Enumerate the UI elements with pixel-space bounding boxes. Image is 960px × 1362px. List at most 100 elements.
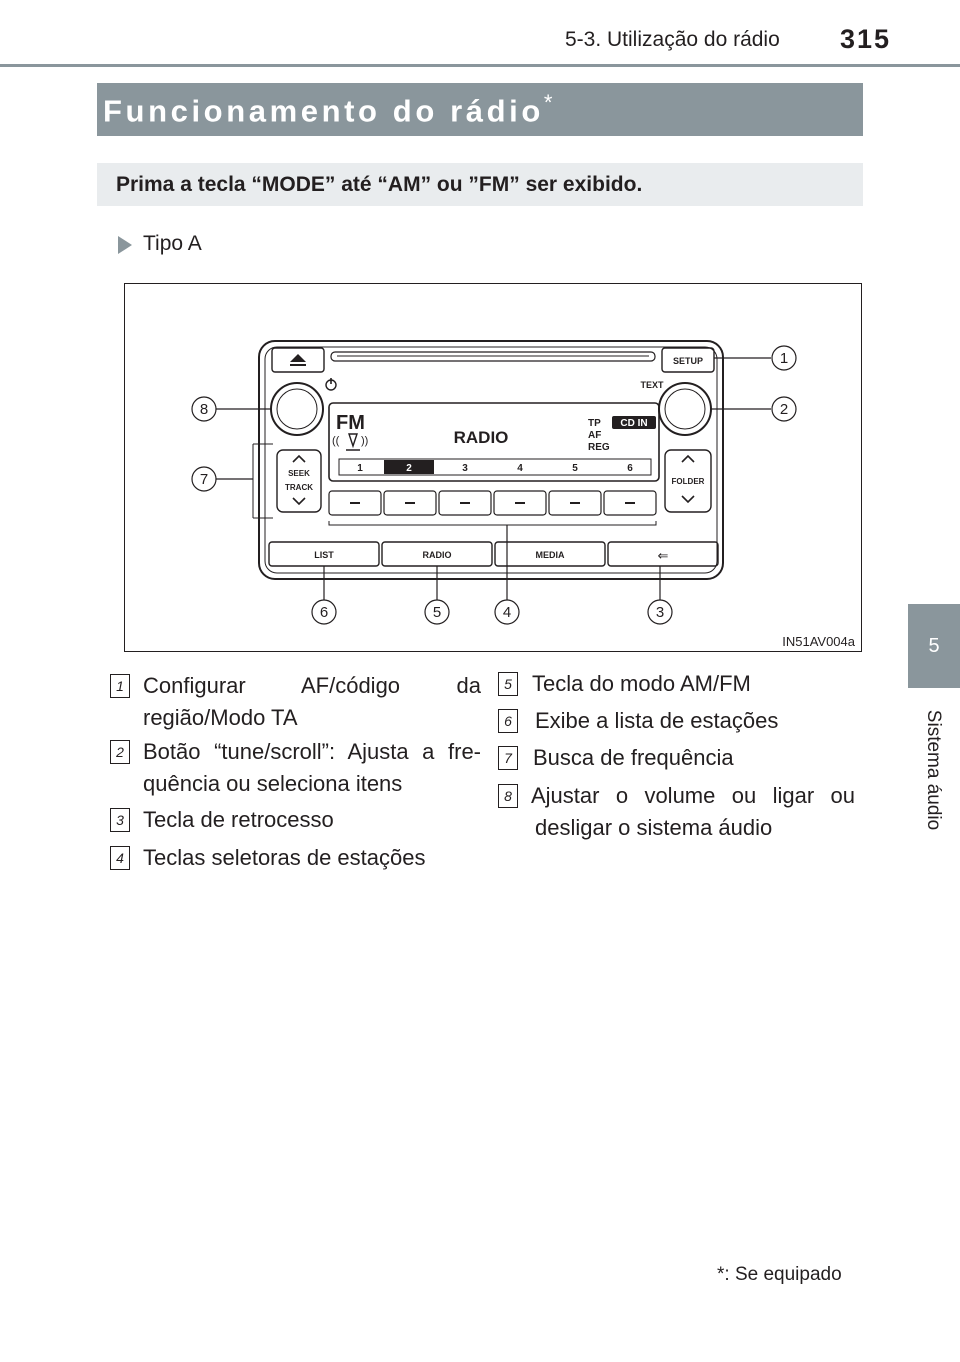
eject-button [271, 347, 325, 373]
cd-slot [330, 351, 656, 362]
legend-number: 4 [110, 846, 130, 870]
head-unit-body [258, 340, 724, 580]
preset-3: 3 [462, 463, 468, 474]
legend-item-6: 6 Exibe a lista de estações [498, 705, 858, 737]
folder-label: FOLDER [672, 477, 705, 486]
footnote: *: Se equipado [717, 1264, 842, 1285]
preset-strip: 1 2 3 4 5 6 [338, 458, 652, 476]
display-band: FM [336, 412, 365, 434]
preset-2: 2 [406, 463, 412, 474]
chapter-tab: 5 [908, 604, 960, 688]
title-banner [97, 83, 863, 136]
callout-8 [191, 396, 217, 422]
legend-item-2: 2 Botão “tune/scroll”: Ajusta a fre- quê… [110, 736, 482, 800]
page-number: 315 [840, 24, 892, 54]
type-label: Tipo A [143, 232, 202, 255]
legend-number: 8 [498, 784, 518, 808]
track-label: TRACK [285, 483, 313, 492]
setup-button-label: SETUP [673, 356, 703, 366]
radio-display [328, 402, 660, 482]
title-asterisk: * [543, 90, 553, 115]
legend-text: Configurar AF/código da [143, 673, 481, 698]
legend-number: 1 [110, 674, 130, 698]
svg-text:7: 7 [200, 471, 208, 488]
back-arrow-icon: ⇐ [658, 548, 669, 563]
svg-text:6: 6 [320, 604, 328, 621]
radio-illustration: SETUP TEXT FM (( )) RADIO TP AF REG CD I… [124, 283, 862, 652]
chapter-label: Sistema áudio [906, 700, 960, 840]
callout-3 [647, 599, 673, 625]
legend-item-1: 1 Configurar AF/código da região/Modo TA [110, 670, 482, 734]
legend-item-5: 5 Tecla do modo AM/FM [498, 668, 858, 700]
svg-text:8: 8 [200, 401, 208, 418]
preset-2-highlight [384, 460, 434, 474]
legend-text: Tecla do modo AM/FM [532, 671, 751, 696]
legend-item-3: 3 Tecla de retrocesso [110, 804, 482, 836]
legend-text-cont: quência ou seleciona itens [143, 771, 403, 796]
indicator-reg: REG [588, 442, 610, 453]
svg-text:3: 3 [656, 604, 664, 621]
legend-item-4: 4 Teclas seletoras de estações [110, 842, 482, 874]
callout-1 [771, 345, 797, 371]
legend-text: Teclas seletoras de estações [143, 845, 426, 870]
preset-4: 4 [517, 463, 523, 474]
page-title: Funcionamento do rádio* [103, 90, 552, 129]
preset-5: 5 [572, 463, 578, 474]
list-label: LIST [314, 550, 334, 560]
legend-number: 2 [110, 740, 130, 764]
arrow-right-icon [118, 236, 132, 254]
instruction-text: Prima a tecla “MODE” até “AM” ou ”FM” se… [116, 173, 643, 196]
preset-6: 6 [627, 463, 633, 474]
legend-number: 5 [498, 672, 518, 696]
head-unit-inner [264, 346, 718, 574]
callout-2 [771, 396, 797, 422]
svg-text:4: 4 [503, 604, 511, 621]
legend-text: Tecla de retrocesso [143, 807, 334, 832]
svg-text:2: 2 [780, 401, 788, 418]
radio-diagram: SETUP TEXT FM (( )) RADIO TP AF REG CD I… [191, 340, 797, 625]
callout-7 [191, 466, 217, 492]
preset-1: 1 [357, 463, 363, 474]
legend-item-8: 8 Ajustar o volume ou ligar ou desligar … [498, 780, 858, 844]
seek-track-button [276, 449, 322, 513]
seek-label: SEEK [288, 469, 310, 478]
indicator-af: AF [588, 430, 601, 441]
instruction-box [97, 163, 863, 206]
chapter-label-text: Sistema áudio [923, 709, 944, 831]
callout-4 [494, 599, 520, 625]
figure-code: IN51AV004a [782, 634, 855, 649]
setup-button [661, 347, 715, 373]
cd-in-badge [612, 416, 656, 429]
legend-text-cont: região/Modo TA [143, 705, 298, 730]
legend-item-7: 7 Busca de frequência [498, 742, 858, 774]
svg-text:5: 5 [433, 604, 441, 621]
svg-text:1: 1 [780, 350, 788, 367]
legend-text: Ajustar o volume ou ligar ou [531, 783, 855, 808]
antenna-icon: (( [332, 435, 340, 447]
back-button [607, 541, 719, 567]
legend-text: Busca de frequência [533, 745, 734, 770]
indicator-tp: TP [588, 418, 601, 429]
callout-6 [311, 599, 337, 625]
legend-number: 7 [498, 746, 518, 770]
volume-knob [270, 382, 324, 436]
media-label: MEDIA [536, 550, 566, 560]
preset-buttons [328, 490, 657, 516]
display-source: RADIO [454, 428, 509, 447]
legend-text-cont: desligar o sistema áudio [535, 815, 773, 840]
legend-number: 6 [498, 709, 518, 733]
page-title-text: Funcionamento do rádio [103, 93, 544, 129]
folder-button [664, 449, 712, 513]
radio-label: RADIO [423, 550, 452, 560]
eject-icon [290, 354, 306, 362]
tune-knob [658, 382, 712, 436]
legend-text: Exibe a lista de estações [535, 708, 779, 733]
media-button [494, 541, 606, 567]
cd-in-label: CD IN [620, 418, 647, 429]
legend-number: 3 [110, 808, 130, 832]
svg-text:)): )) [361, 435, 368, 447]
text-button-label: TEXT [640, 380, 664, 390]
header-divider [0, 64, 960, 67]
legend-text: Botão “tune/scroll”: Ajusta a fre- [143, 739, 481, 764]
section-title: 5-3. Utilização do rádio [565, 28, 780, 51]
